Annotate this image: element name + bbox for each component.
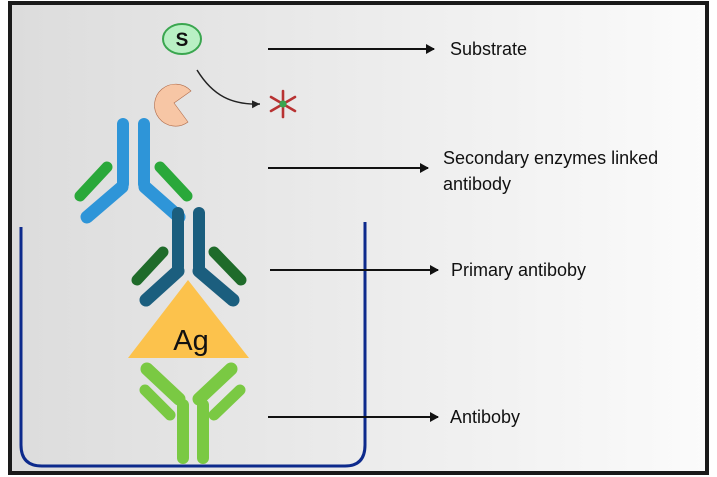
- substrate-icon: S: [162, 23, 202, 55]
- secondary-antibody-label-line1: Secondary enzymes linked: [443, 148, 658, 168]
- substrate-label: Substrate: [450, 39, 527, 59]
- antigen-icon: Ag: [128, 280, 249, 358]
- capture-antibody-icon: [139, 362, 246, 464]
- antigen-label: Ag: [173, 325, 208, 357]
- enzyme-icon: [154, 83, 192, 127]
- secondary-antibody-label-line2: antibody: [443, 174, 511, 194]
- primary-antibody-label: Primary antiboby: [451, 260, 586, 280]
- substrate-symbol: S: [176, 30, 189, 51]
- well-outline: [19, 222, 367, 468]
- diagram-frame: [8, 1, 709, 475]
- capture-antibody-label: Antiboby: [450, 407, 520, 427]
- conversion-arrow: [196, 69, 261, 109]
- product-asterisk-icon: [269, 89, 297, 119]
- secondary-antibody-icon: [74, 118, 193, 224]
- primary-antibody-icon: [131, 207, 247, 307]
